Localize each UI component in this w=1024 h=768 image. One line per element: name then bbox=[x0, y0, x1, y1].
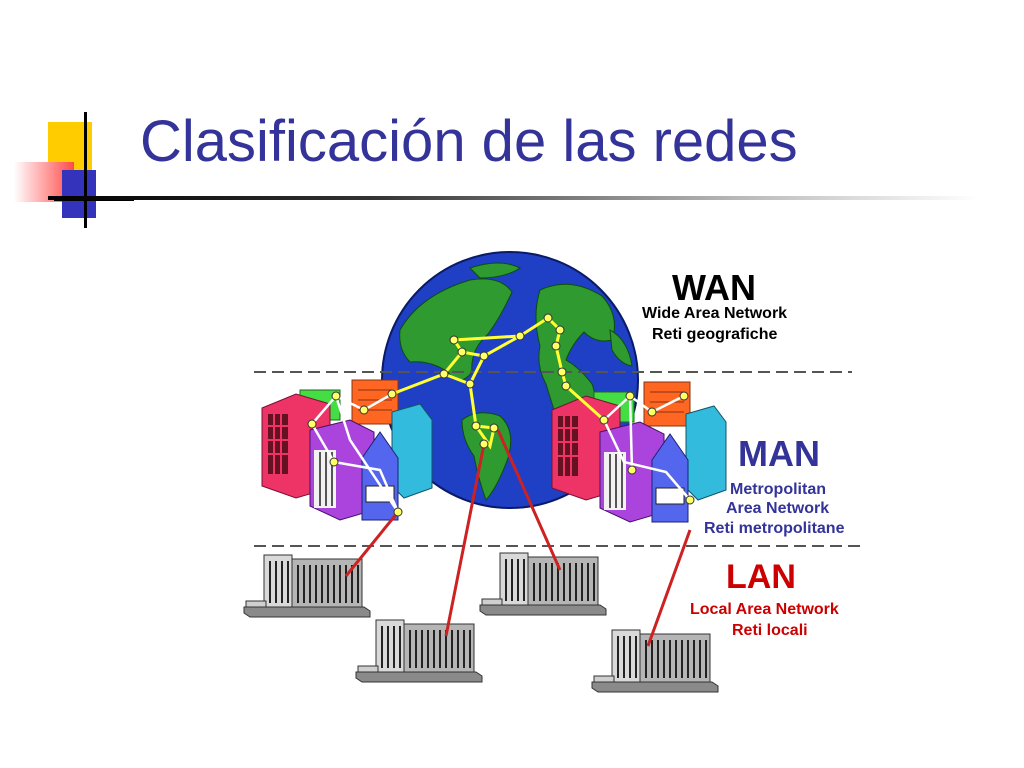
man-line1: Metropolitan bbox=[730, 481, 826, 498]
man-links bbox=[310, 392, 691, 513]
man-line3: Reti metropolitane bbox=[704, 520, 845, 537]
lan-line1: Local Area Network bbox=[690, 601, 839, 618]
corner-decoration bbox=[14, 112, 144, 232]
wan-line1: Wide Area Network bbox=[642, 305, 787, 322]
wan-title: WAN bbox=[672, 267, 756, 308]
lan-links bbox=[344, 429, 692, 647]
man-title: MAN bbox=[738, 433, 820, 474]
title-rule bbox=[48, 196, 978, 200]
lan-building-1 bbox=[243, 554, 371, 618]
lan-building-4 bbox=[591, 629, 719, 693]
network-nodes bbox=[307, 313, 695, 517]
wan-line2: Reti geografiche bbox=[652, 326, 777, 343]
slide-title: Clasificación de las redes bbox=[140, 109, 798, 174]
lan-line2: Reti locali bbox=[732, 622, 808, 639]
lan-building-2 bbox=[479, 552, 607, 616]
man-line2: Area Network bbox=[726, 500, 829, 517]
lan-title: LAN bbox=[726, 558, 796, 596]
lan-building-3 bbox=[355, 619, 483, 683]
